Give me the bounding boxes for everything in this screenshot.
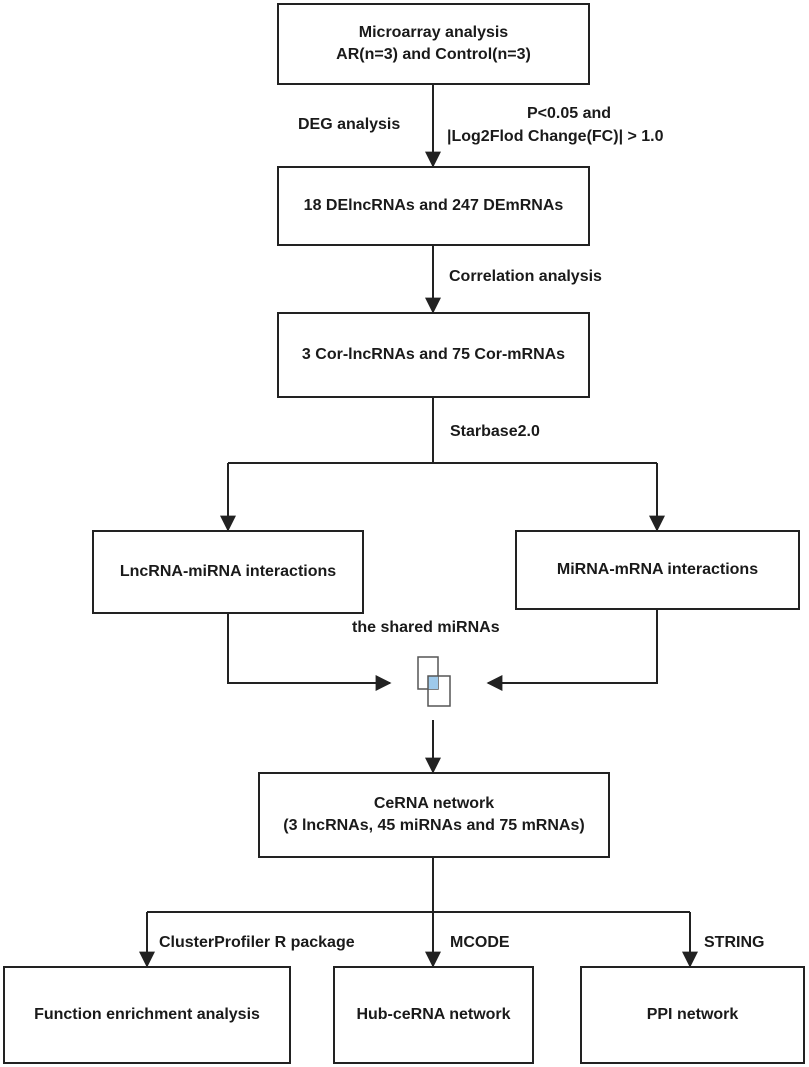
- lnc-mirna-text: LncRNA-miRNA interactions: [119, 563, 337, 580]
- microarray-title: Microarray analysis: [358, 24, 509, 41]
- label-deg-analysis: DEG analysis: [298, 116, 401, 133]
- label-correlation: Correlation analysis: [449, 268, 602, 285]
- mirna-mrna-text: MiRNA-mRNA interactions: [556, 561, 759, 578]
- label-criteria-line2: |Log2Flod Change(FC)| > 1.0: [447, 128, 664, 145]
- label-criteria-line1: P<0.05 and: [527, 105, 612, 122]
- lnc-mirna-box: LncRNA-miRNA interactions: [92, 530, 364, 614]
- cor-box: 3 Cor-lncRNAs and 75 Cor-mRNAs: [277, 312, 590, 398]
- label-string: STRING: [704, 934, 765, 951]
- label-shared-mirnas: the shared miRNAs: [352, 619, 500, 636]
- label-clusterprofiler: ClusterProfiler R package: [159, 934, 355, 951]
- degs-box: 18 DElncRNAs and 247 DEmRNAs: [277, 166, 590, 246]
- ppi-box: PPI network: [580, 966, 805, 1064]
- function-text: Function enrichment analysis: [34, 1006, 260, 1023]
- cor-text: 3 Cor-lncRNAs and 75 Cor-mRNAs: [301, 346, 566, 363]
- label-starbase: Starbase2.0: [450, 423, 540, 440]
- arrow-lnc-to-shared: [227, 614, 392, 691]
- degs-text: 18 DElncRNAs and 247 DEmRNAs: [303, 197, 564, 214]
- cerna-title: CeRNA network: [373, 795, 495, 812]
- hub-text: Hub-ceRNA network: [356, 1006, 511, 1023]
- ppi-text: PPI network: [646, 1006, 739, 1023]
- microarray-box: Microarray analysis AR(n=3) and Control(…: [277, 3, 590, 85]
- label-mcode: MCODE: [450, 934, 510, 951]
- cerna-box: CeRNA network (3 lncRNAs, 45 miRNAs and …: [258, 772, 610, 858]
- hub-box: Hub-ceRNA network: [333, 966, 534, 1064]
- function-box: Function enrichment analysis: [3, 966, 291, 1064]
- overlap-icon: [417, 656, 451, 707]
- microarray-groups: AR(n=3) and Control(n=3): [336, 46, 531, 63]
- arrow-mrna-to-shared: [486, 610, 658, 691]
- mirna-mrna-box: MiRNA-mRNA interactions: [515, 530, 800, 610]
- cerna-counts: (3 lncRNAs, 45 miRNAs and 75 mRNAs): [283, 817, 585, 834]
